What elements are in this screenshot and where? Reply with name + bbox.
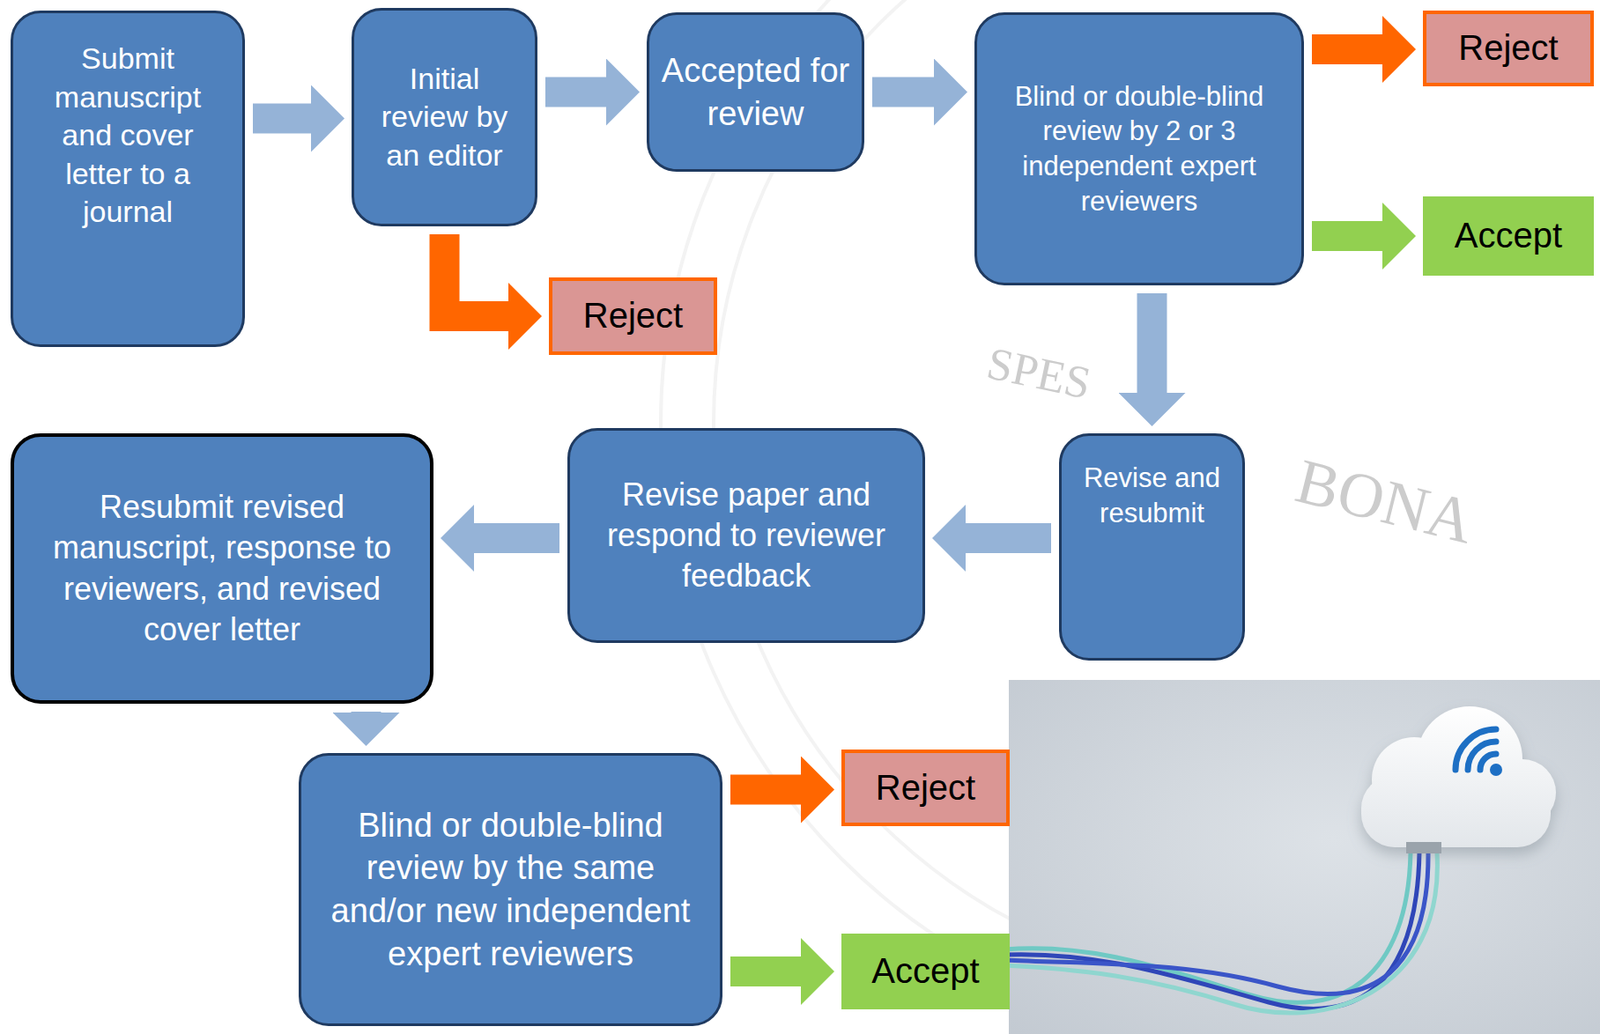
box-text: Blind or double-blind review by 2 or 3 i…: [1010, 79, 1268, 220]
port: [1432, 842, 1442, 854]
cloud-lobe: [1488, 759, 1556, 827]
cable: [1004, 852, 1438, 1014]
process-box: Resubmit revised manuscript, response to…: [10, 433, 434, 704]
wifi-arc: [1467, 741, 1497, 771]
flow-arrow: [872, 77, 934, 108]
cloud-device: [1361, 706, 1556, 848]
review-box: Blind or double-blind review by the same…: [298, 753, 723, 1027]
box-text: Reject: [559, 293, 707, 339]
wifi-dot: [1489, 763, 1503, 777]
flow-arrow: [351, 711, 382, 713]
cable-ports: [1406, 842, 1442, 854]
box-text: Initial review by an editor: [365, 59, 524, 176]
flow-arrow: [730, 956, 801, 987]
photo-ground: [1008, 680, 1600, 1034]
port: [1406, 842, 1415, 854]
watermark-holder: SPES: [982, 337, 1096, 409]
wifi-arc: [1455, 729, 1497, 771]
flow-arrow: [545, 77, 607, 108]
flow-arrow: [1311, 34, 1383, 65]
wifi-arc: [1480, 754, 1497, 771]
cable: [1004, 852, 1429, 994]
flow-arrow: [252, 103, 312, 134]
box-text: Accept: [1433, 213, 1584, 259]
reject-box: Reject: [841, 749, 1010, 827]
reject-box: Reject: [1422, 10, 1594, 87]
box-text: Accept: [851, 948, 1000, 994]
box-text: Revise and resubmit: [1074, 460, 1230, 531]
flow-arrow: [965, 523, 1052, 554]
cable: [1004, 852, 1411, 1003]
flow-arrow: [1311, 221, 1383, 252]
box-text: Blind or double-blind review by the same…: [317, 804, 704, 977]
flow-arrow: [474, 523, 560, 554]
box-text: Submit manuscript and cover letter to a …: [26, 39, 230, 232]
wifi-symbol: [1455, 729, 1503, 777]
process-box: Accepted for review: [646, 12, 865, 172]
flow-arrow: [1137, 293, 1168, 393]
process-box: Revise and resubmit: [1059, 433, 1245, 661]
box-text: Revise paper and respond to reviewer fee…: [587, 474, 905, 597]
box-text: Reject: [1433, 25, 1584, 71]
network-cables: [1004, 852, 1438, 1014]
flow-arrow: [444, 234, 510, 317]
watermark-text: SPES: [982, 337, 1096, 409]
accept-box: Accept: [1422, 196, 1594, 276]
review-box: Blind or double-blind review by 2 or 3 i…: [974, 12, 1304, 286]
cable: [1004, 852, 1420, 1009]
box-text: Reject: [851, 765, 1000, 811]
process-box: Submit manuscript and cover letter to a …: [10, 10, 245, 348]
flow-arrow: [730, 775, 801, 806]
process-box: Initial review by an editor: [351, 7, 538, 227]
port: [1414, 842, 1424, 854]
watermark-text: BONA: [1288, 445, 1481, 557]
watermark-holder: BONA: [1288, 445, 1481, 557]
reject-box: Reject: [548, 277, 718, 356]
box-text: Accepted for review: [659, 49, 852, 135]
port: [1423, 842, 1433, 854]
box-text: Resubmit revised manuscript, response to…: [29, 487, 415, 650]
process-box: Revise paper and respond to reviewer fee…: [567, 428, 926, 644]
accept-box: Accept: [841, 933, 1010, 1010]
